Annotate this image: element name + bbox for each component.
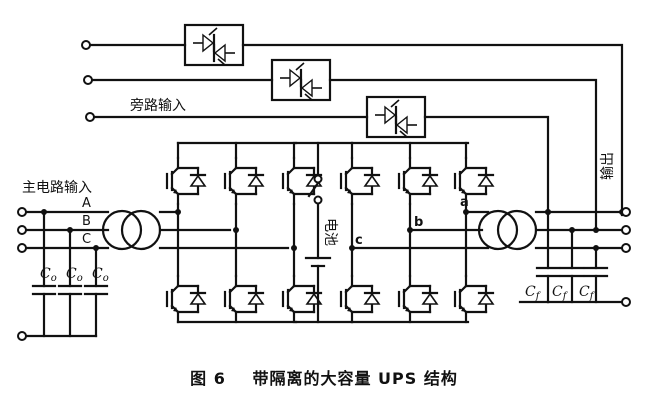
rectifier-switch-4 — [165, 274, 207, 324]
bypass-input-label: 旁路输入 — [130, 97, 186, 114]
phase-c-label: C — [82, 232, 91, 247]
inverter-switch-4 — [339, 274, 381, 324]
inverter-switch-5 — [397, 274, 439, 324]
figure-number: 图 6 — [190, 369, 226, 388]
bypass-static-switch-2 — [270, 58, 332, 102]
bypass-terminal-1 — [81, 40, 91, 50]
output-capacitors — [518, 210, 624, 304]
output-transformer — [477, 209, 538, 251]
figure-caption: 图 6 带隔离的大容量 UPS 结构 — [0, 365, 648, 389]
node-a-label: a — [460, 195, 469, 210]
bypass-terminal-3 — [85, 112, 95, 122]
bypass-terminal-2 — [83, 75, 93, 85]
main-input-neutral-terminal — [17, 331, 27, 341]
figure-title: 带隔离的大容量 UPS 结构 — [252, 369, 458, 388]
output-terminal-1 — [621, 207, 631, 217]
bypass-static-switch-3 — [365, 95, 427, 139]
inverter-to-transformer-lines — [350, 210, 490, 250]
transformer-to-rectifier-lines — [158, 210, 290, 250]
input-cap-label-1: Co — [40, 266, 57, 284]
node-c-label: c — [355, 233, 363, 248]
output-neutral-terminal — [621, 297, 631, 307]
input-cap-label-2: Co — [66, 266, 83, 284]
rectifier-switch-6 — [281, 274, 323, 324]
rectifier-switch-5 — [223, 274, 265, 324]
main-input-terminal-c — [17, 243, 27, 253]
output-label: 输出 — [600, 152, 616, 180]
phase-a-label: A — [82, 196, 91, 211]
rectifier-bridge — [175, 141, 298, 324]
input-cap-label-3: Co — [92, 266, 109, 284]
output-terminal-2 — [621, 225, 631, 235]
main-input-label: 主电路输入 — [22, 180, 92, 196]
bypass-static-switch-1 — [183, 23, 245, 67]
output-cap-label-2: Cf — [552, 284, 569, 302]
main-input-terminal-b — [17, 225, 27, 235]
phase-b-label: B — [82, 214, 91, 229]
input-capacitors — [24, 209, 109, 338]
output-cap-label-1: Cf — [525, 284, 542, 302]
dc-link — [294, 141, 354, 324]
rectifier-switch-2 — [223, 156, 265, 206]
output-lines — [534, 209, 625, 251]
input-transformer — [101, 209, 162, 251]
inverter-switch-6 — [453, 274, 495, 324]
bypass-lines — [88, 43, 624, 232]
output-cap-label-3: Cf — [579, 284, 596, 302]
rectifier-switch-1 — [165, 156, 207, 206]
output-terminal-3 — [621, 243, 631, 253]
battery-label: 电池 — [322, 218, 338, 246]
inverter-switch-2 — [397, 156, 439, 206]
main-input-terminal-a — [17, 207, 27, 217]
node-b-label: b — [414, 215, 423, 230]
inverter-switch-1 — [339, 156, 381, 206]
